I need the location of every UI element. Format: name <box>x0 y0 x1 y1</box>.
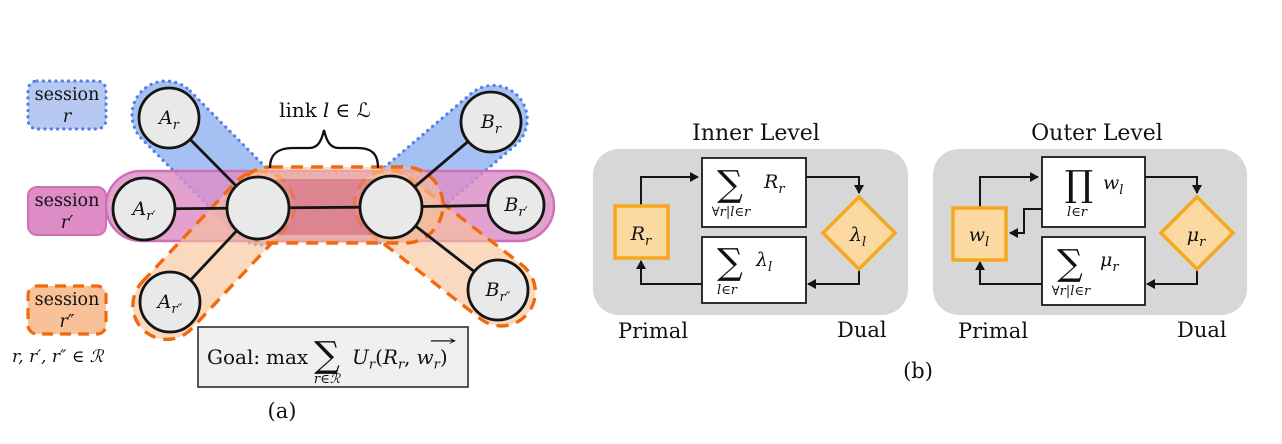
outer-arrow-top-to-dual <box>1145 176 1202 194</box>
outer-bottom-underscript: ∀r|l∈r <box>1052 284 1091 299</box>
node-b-rp <box>486 175 546 235</box>
inner-bottom-box <box>701 236 807 304</box>
inner-level-title: Inner Level <box>692 121 820 146</box>
inner-top-box <box>701 157 807 228</box>
inner-dual-caption: Dual <box>837 318 887 342</box>
inner-top-op: ∑ <box>717 164 743 205</box>
inner-dual-label: λl <box>849 224 866 250</box>
legend-session-r-box <box>26 79 108 131</box>
inner-arrow-dual-to-bottom <box>807 269 860 289</box>
node-label-a-rp: Ar′ <box>131 198 156 224</box>
goal-box: Goal: max ∑ r∈ℛ Ur(Rr,wr) → <box>197 326 469 388</box>
inner-bottom-op: ∑ <box>717 242 743 283</box>
legend-session-rp-box <box>27 186 107 236</box>
node-a-rpp <box>138 270 202 334</box>
goal-expression: Ur(Rr,wr) <box>352 345 448 373</box>
node-router-right <box>358 174 424 240</box>
outer-dual-diamond <box>1158 194 1236 272</box>
goal-vector-arrow: → <box>429 331 457 350</box>
legend-session-rpp: session r″ <box>26 284 108 336</box>
legend-session-r-var: r <box>63 107 73 127</box>
node-label-b-r: Br <box>480 111 502 137</box>
legend-session-rpp-box <box>26 284 108 336</box>
inner-bottom-underscript: l∈r <box>717 283 738 298</box>
outer-primal-caption: Primal <box>958 319 1028 343</box>
node-a-r <box>137 86 201 150</box>
inner-bottom-term: λl <box>755 249 772 275</box>
node-label-b-rp: Br′ <box>503 194 527 220</box>
node-b-rpp <box>466 258 530 322</box>
inner-primal-label: Rr <box>630 223 652 249</box>
outer-level: Outer Level wl ∏ l∈r wl ∑ ∀r|l∈r μr μr P… <box>933 121 1247 343</box>
node-label-a-rpp: Ar″ <box>156 291 183 317</box>
inner-dual-diamond <box>820 194 898 272</box>
goal-sum-op: ∑ <box>314 335 340 376</box>
legend-session-rpp-word: session <box>35 290 100 310</box>
panel-b: Inner Level Rr ∑ ∀r|l∈r Rr ∑ l∈r λl λl P… <box>593 121 1247 383</box>
node-label-b-rpp: Br″ <box>484 279 510 305</box>
caption-a: (a) <box>268 399 297 423</box>
goal-max: max <box>266 345 309 369</box>
legend-session-r-word: session <box>35 85 100 105</box>
inner-top-underscript: ∀r|l∈r <box>712 205 751 220</box>
outer-primal-label: wl <box>969 224 989 250</box>
legend-session-rp: session r′ <box>27 186 107 236</box>
outer-level-title: Outer Level <box>1031 121 1163 146</box>
outer-dual-label: μr <box>1187 224 1206 250</box>
outer-arrow-dual-to-bottom <box>1146 269 1198 289</box>
node-a-rp <box>111 176 177 242</box>
outer-bottom-op: ∑ <box>1057 243 1083 284</box>
inner-level: Inner Level Rr ∑ ∀r|l∈r Rr ∑ l∈r λl λl P… <box>593 121 908 343</box>
outer-bottom-term: μr <box>1100 249 1119 275</box>
inner-top-term: Rr <box>763 171 785 197</box>
legend-session-rpp-var: r″ <box>60 312 75 332</box>
goal-label: Goal: <box>207 345 260 369</box>
node-router-left <box>225 175 291 241</box>
outer-arrow-bottom-to-primal <box>975 261 1042 285</box>
legend-session-rp-word: session <box>35 191 100 211</box>
outer-dual-caption: Dual <box>1177 318 1227 342</box>
caption-b: (b) <box>903 359 933 383</box>
session-set-note: r, r′, r″ ∈ ℛ <box>12 347 105 367</box>
inner-arrow-primal-to-top <box>640 172 699 206</box>
link-brace <box>268 129 380 169</box>
outer-bottom-box <box>1041 236 1146 306</box>
outer-top-box <box>1041 156 1146 228</box>
inner-arrow-top-to-dual <box>806 176 864 194</box>
outer-top-term: wl <box>1103 172 1123 198</box>
legend-session-r: session r <box>26 79 108 131</box>
outer-top-op: ∏ <box>1065 164 1094 205</box>
goal-box-frame <box>197 326 469 388</box>
inner-primal-caption: Primal <box>618 319 688 343</box>
goal-sum-underscript: r∈ℛ <box>314 372 342 387</box>
inner-arrow-bottom-to-primal <box>636 260 702 285</box>
inner-primal-square <box>613 204 670 260</box>
outer-arrow-primal-to-top <box>979 172 1039 207</box>
inner-level-panel <box>593 149 908 315</box>
outer-top-underscript: l∈r <box>1067 205 1088 220</box>
node-label-a-r: Ar <box>157 107 180 133</box>
outer-primal-square <box>951 206 1008 262</box>
outer-level-panel <box>933 149 1247 315</box>
outer-arrow-top-feedback-to-primal <box>1009 208 1042 238</box>
node-b-r <box>459 90 523 154</box>
legend-session-rp-var: r′ <box>61 213 73 233</box>
